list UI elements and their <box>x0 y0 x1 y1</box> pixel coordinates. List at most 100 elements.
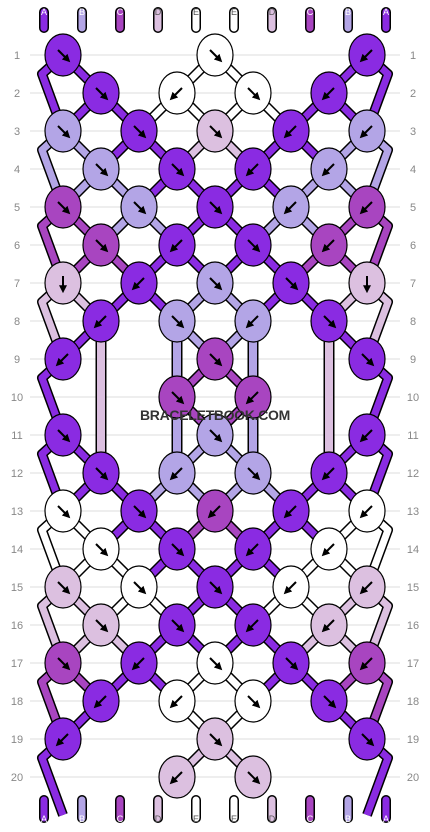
row-label-left: 11 <box>11 430 22 442</box>
row-label-left: 7 <box>14 278 20 290</box>
row-label-left: 15 <box>11 582 23 594</box>
knot-direction-arrow <box>321 467 335 481</box>
knot-direction-arrow <box>321 239 335 253</box>
knot <box>44 33 82 77</box>
bottom-string-letter: B <box>79 814 85 824</box>
knot-direction-arrow <box>321 87 335 101</box>
knot <box>310 223 348 267</box>
top-string-letter: B <box>79 7 85 17</box>
knot <box>348 109 386 153</box>
knot-direction-arrow <box>95 87 109 101</box>
bottom-string-letter: D <box>269 814 276 824</box>
row-label-right: 4 <box>410 164 416 176</box>
knot-direction-arrow <box>169 239 183 253</box>
knot-direction-arrow <box>209 277 223 291</box>
knot <box>234 71 272 115</box>
knot <box>196 33 234 77</box>
knot <box>196 261 234 305</box>
knot <box>44 185 82 229</box>
knot <box>82 603 120 647</box>
knot-direction-arrow <box>171 391 185 405</box>
knot <box>196 185 234 229</box>
knot <box>158 755 196 799</box>
row-label-left: 6 <box>14 240 20 252</box>
knot <box>44 261 82 305</box>
knot <box>272 261 310 305</box>
knot <box>196 337 234 381</box>
knot <box>310 603 348 647</box>
watermark-text: BRACELETBOOK.COM <box>140 407 290 423</box>
knot <box>158 71 196 115</box>
knot-direction-arrow <box>171 315 185 329</box>
knot <box>158 451 196 495</box>
knot-direction-arrow <box>209 429 223 443</box>
top-string-letter: E <box>193 7 199 17</box>
row-label-left: 1 <box>14 50 20 62</box>
knot <box>348 413 386 457</box>
bottom-string-letter: E <box>193 814 199 824</box>
knot-direction-arrow <box>95 467 109 481</box>
knot-direction-arrow <box>171 619 185 633</box>
knot-direction-arrow <box>133 581 147 595</box>
knot-direction-arrow <box>57 201 71 215</box>
knot-direction-arrow <box>247 239 261 253</box>
top-string-letter: C <box>117 7 124 17</box>
row-label-right: 7 <box>410 278 416 290</box>
top-string-letter: D <box>155 7 162 17</box>
knot <box>348 33 386 77</box>
row-label-right: 14 <box>407 544 419 556</box>
top-string-letter: B <box>345 7 351 17</box>
knot <box>234 299 272 343</box>
row-label-left: 18 <box>11 696 23 708</box>
knot <box>44 489 82 533</box>
knot-direction-arrow <box>245 391 259 405</box>
row-label-right: 1 <box>410 50 416 62</box>
knot-direction-arrow <box>359 201 373 215</box>
knot <box>272 489 310 533</box>
row-label-left: 2 <box>14 88 20 100</box>
row-label-right: 6 <box>410 240 416 252</box>
knot <box>348 489 386 533</box>
knot-direction-arrow <box>133 505 147 519</box>
knot-direction-arrow <box>209 49 223 63</box>
row-label-right: 17 <box>407 658 419 670</box>
knot-direction-arrow <box>245 163 259 177</box>
row-label-left: 19 <box>11 734 23 746</box>
knot-direction-arrow <box>95 619 109 633</box>
knot-direction-arrow <box>321 543 335 557</box>
row-label-right: 13 <box>407 506 419 518</box>
row-label-right: 16 <box>407 620 419 632</box>
bottom-string-letter: E <box>231 814 237 824</box>
row-label-left: 17 <box>11 658 23 670</box>
row-label-right: 18 <box>407 696 419 708</box>
knot-direction-arrow <box>209 657 223 671</box>
knot <box>234 451 272 495</box>
knot <box>348 337 386 381</box>
knot-direction-arrow <box>207 505 221 519</box>
knot <box>234 223 272 267</box>
knot-direction-arrow <box>57 125 71 139</box>
knot <box>120 109 158 153</box>
knot <box>158 223 196 267</box>
knot <box>234 755 272 799</box>
knot-direction-arrow <box>361 353 375 367</box>
knot-direction-arrow <box>57 505 71 519</box>
row-label-left: 16 <box>11 620 23 632</box>
bottom-string-letter: A <box>383 814 389 824</box>
knot-direction-arrow <box>57 581 71 595</box>
knot <box>82 223 120 267</box>
knot <box>272 641 310 685</box>
knot-direction-arrow <box>57 657 71 671</box>
top-string-letter: D <box>269 7 276 17</box>
top-string-letter: C <box>307 7 314 17</box>
knot-direction-arrow <box>209 201 223 215</box>
bottom-string-letter: C <box>117 814 124 824</box>
knot-direction-arrow <box>283 505 297 519</box>
knot-direction-arrow <box>57 429 71 443</box>
row-label-left: 10 <box>11 392 23 404</box>
knot-direction-arrow <box>245 543 259 557</box>
row-label-right: 19 <box>407 734 419 746</box>
knot <box>310 451 348 495</box>
top-string-letter: A <box>383 7 389 17</box>
row-label-left: 13 <box>11 506 23 518</box>
